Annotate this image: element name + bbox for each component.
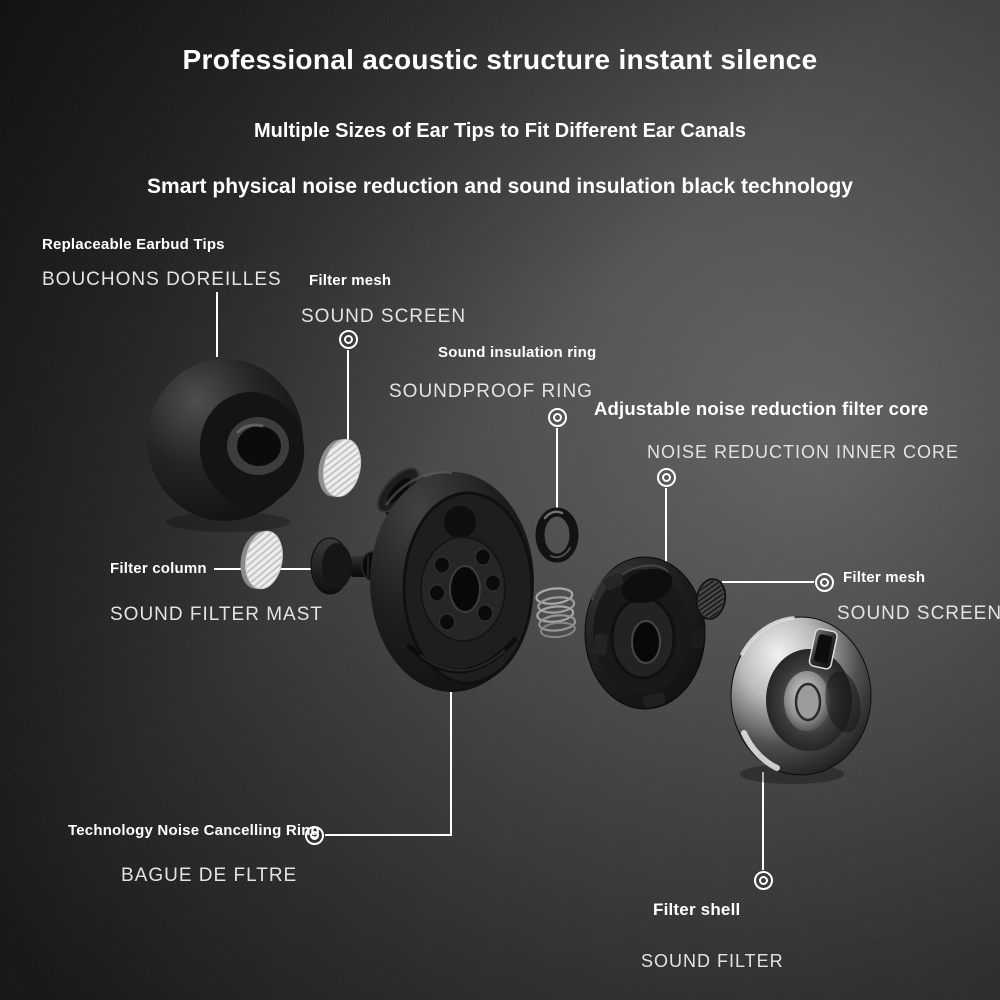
callout-line-ear-tips [216,292,218,357]
callout-marker-icon [754,871,773,890]
caption-filter-mesh-top: SOUND SCREEN [301,306,467,327]
callout-line-filter-shell [762,772,764,870]
callout-marker-icon [305,826,324,845]
dark-filter-mesh-disc [695,578,727,620]
label-filter-column: Filter column [110,560,207,577]
caption-filter-column: SOUND FILTER MAST [110,604,323,625]
callout-line-filter-mesh-top [347,350,349,440]
callout-line-cancelling-ring-h [325,834,452,836]
spring [535,587,577,639]
caption-ear-tips: BOUCHONS DOREILLES [42,269,282,290]
caption-filter-mesh-right: SOUND SCREEN [837,603,1000,624]
label-insulation-ring: Sound insulation ring [438,344,597,361]
caption-inner-core: NOISE REDUCTION INNER CORE [647,442,960,462]
label-cancelling-ring: Technology Noise Cancelling Ring [68,822,320,839]
replaceable-silicone-ear-tip [147,359,305,532]
label-filter-mesh-top: Filter mesh [309,272,392,289]
label-filter-shell: Filter shell [653,900,741,919]
subtitle-2: Smart physical noise reduction and sound… [147,175,853,198]
label-ear-tips: Replaceable Earbud Tips [42,236,225,253]
callout-marker-icon [815,573,834,592]
callout-marker-icon [548,408,567,427]
chrome-sound-filter-shell [730,616,872,784]
page-title: Professional acoustic structure instant … [182,44,818,75]
label-filter-mesh-right: Filter mesh [843,569,926,586]
white-filter-mesh-disc-lower [240,530,283,590]
white-filter-mesh-disc-upper [318,438,362,498]
earbud-main-body [370,467,534,692]
noise-reduction-inner-core [584,556,706,710]
caption-filter-shell: SOUND FILTER [641,951,784,971]
callout-marker-icon [657,468,676,487]
caption-insulation-ring: SOUNDPROOF RING [389,381,593,402]
callout-line-cancelling-ring-v [450,672,452,835]
callout-line-inner-core [665,488,667,578]
subtitle-1: Multiple Sizes of Ear Tips to Fit Differ… [254,120,746,142]
callout-line-filter-mesh-right [722,581,814,583]
callout-marker-icon [339,330,358,349]
callout-line-insulation-ring [556,428,558,513]
soundproof-o-ring [535,507,579,563]
caption-cancelling-ring: BAGUE DE FLTRE [121,865,298,886]
label-inner-core: Adjustable noise reduction filter core [594,398,929,419]
